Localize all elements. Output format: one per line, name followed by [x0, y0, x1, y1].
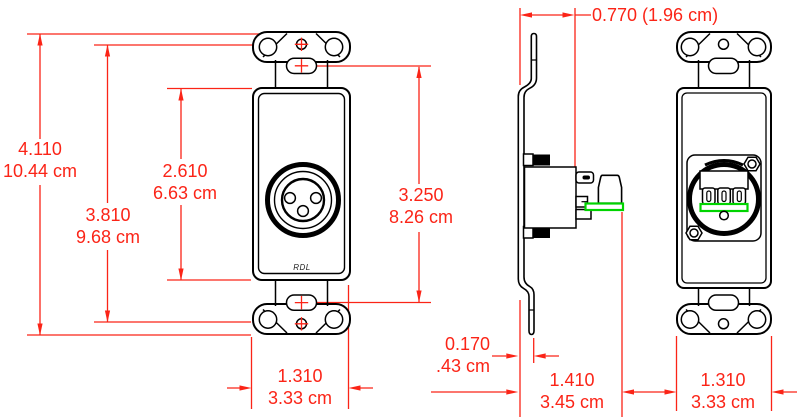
front-mounting-ear-bottom: [252, 279, 351, 335]
dim-value-cm: 3.33 cm: [690, 391, 756, 412]
terminal-block: [699, 170, 749, 205]
dim-value-in: 2.610: [162, 161, 208, 181]
registration-crosses: [294, 37, 309, 331]
rear-connector: [685, 154, 762, 242]
pcb-edge-rear: [699, 202, 749, 213]
side-plate-profile: [517, 32, 538, 336]
dim-front-width-label: 1.310 3.33 cm: [259, 366, 341, 409]
front-view: [252, 31, 351, 335]
dim-value-in: 3.250: [398, 185, 444, 205]
rear-mounting-ear-top: [676, 31, 772, 89]
dim-mounting-hole-spacing-label: 3.810 9.68 cm: [68, 205, 148, 248]
wire-terminal: [597, 174, 623, 204]
dim-plate-offset-label: 0.170 .43 cm: [408, 334, 490, 377]
pcb-edge-side: [584, 202, 625, 212]
dim-rear-width-label: 1.310 3.33 cm: [682, 370, 764, 413]
dim-value-cm: .43 cm: [435, 355, 490, 376]
dim-value-in: 1.310: [277, 366, 323, 386]
dim-value-in: 3.810: [85, 205, 131, 225]
mounting-screw-side: [533, 154, 550, 166]
mounting-screw-side: [533, 227, 550, 238]
dim-value-in: 0.170: [444, 334, 490, 354]
dim-value-cm: 6.63 cm: [152, 182, 218, 203]
dim-value-cm: 3.45 cm: [539, 391, 605, 412]
dimension-lines: [27, 8, 797, 417]
rear-view: [676, 31, 772, 335]
xlr-pin-hole: [296, 204, 310, 218]
dim-value-combined: 0.770 (1.96 cm): [592, 5, 719, 25]
xlr-jack-front: [265, 162, 341, 238]
dim-value-cm: 9.68 cm: [75, 226, 141, 247]
brand-label: RDL: [293, 263, 311, 272]
side-connector-assembly: [522, 153, 625, 239]
dim-value-cm: 8.26 cm: [388, 206, 454, 227]
xlr-pin-hole: [309, 191, 323, 205]
dim-overall-height-label: 4.110 10.44 cm: [0, 139, 80, 182]
dim-value-in: 1.410: [549, 370, 595, 390]
dim-overall-depth-label: 0.770 (1.96 cm): [592, 5, 718, 25]
dim-insert-opening-height-label: 2.610 6.63 cm: [145, 161, 225, 204]
dim-value-in: 4.110: [18, 139, 62, 159]
dim-slot-spacing-label: 3.250 8.26 cm: [380, 185, 462, 228]
xlr-pin-hole: [283, 191, 297, 205]
dim-value-in: 1.310: [700, 370, 746, 390]
side-view: [517, 32, 625, 336]
rear-mounting-ear-bottom: [676, 279, 772, 335]
dim-rear-depth-label: 1.410 3.45 cm: [531, 370, 613, 413]
dim-value-cm: 10.44 cm: [2, 160, 78, 181]
dim-value-cm: 3.33 cm: [267, 387, 333, 408]
mount-screw-rear: [685, 156, 761, 241]
